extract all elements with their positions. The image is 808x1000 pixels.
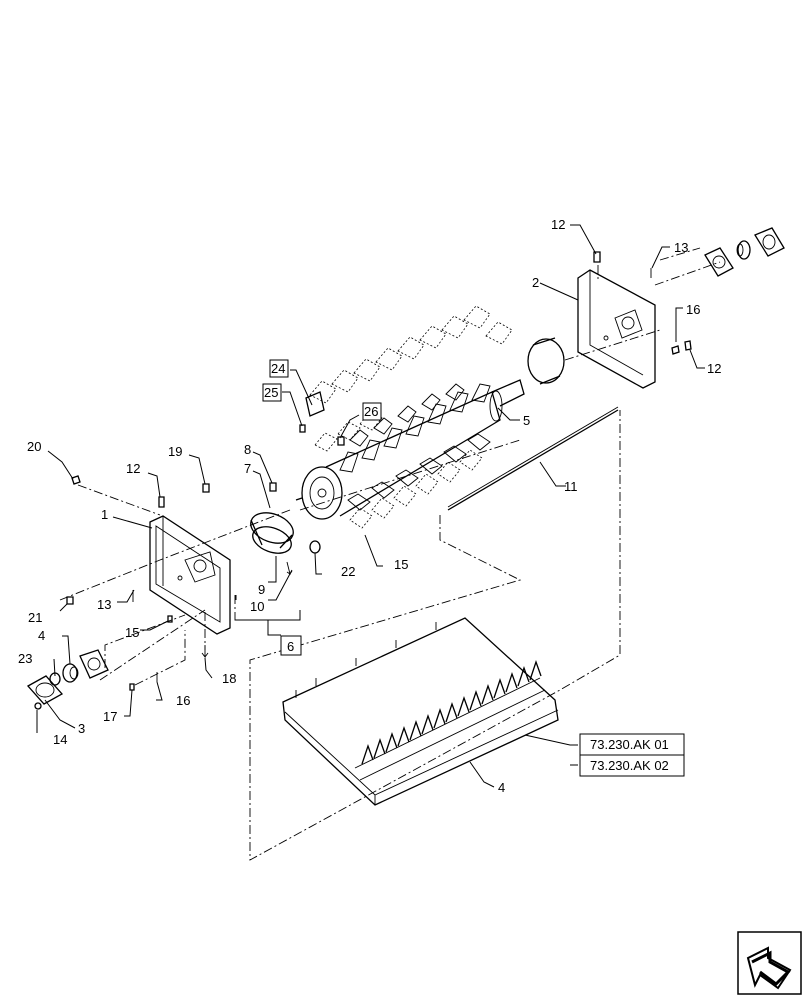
- reference-boxes: 73.230.AK 01 73.230.AK 02: [579, 733, 685, 777]
- callout-12: 12: [126, 461, 140, 476]
- callout-1: 1: [101, 507, 108, 522]
- left-hardware: [66, 475, 210, 691]
- callout-22: 22: [341, 564, 355, 579]
- callout-25-box: [262, 383, 282, 402]
- callout-6: 6: [287, 639, 294, 654]
- callout-24: 24: [271, 361, 285, 376]
- callout-6-box: [280, 635, 302, 656]
- spacer-ring: [250, 482, 321, 576]
- callout-12c: 12: [707, 361, 721, 376]
- callout-5: 5: [523, 413, 530, 428]
- right-side-plate: [577, 251, 692, 389]
- callout-17: 17: [103, 709, 117, 724]
- leader-lines: [36, 224, 705, 788]
- callout-18: 18: [222, 671, 236, 686]
- callout-12b: 12: [551, 217, 565, 232]
- callout-26-box: [362, 402, 382, 421]
- callout-25: 25: [264, 385, 278, 400]
- callout-2: 2: [532, 275, 539, 290]
- rotor-assembly: [295, 305, 525, 529]
- reference-73-230-ak-02[interactable]: 73.230.AK 02: [590, 758, 669, 773]
- left-side-plate: [149, 515, 231, 635]
- callout-7: 7: [244, 461, 251, 476]
- callout-15: 15: [125, 625, 139, 640]
- callout-labels: 20 12 19 1 8 7 9 10 6 21 13 15 4 23 3 14…: [18, 217, 721, 795]
- callout-23: 23: [18, 651, 32, 666]
- callout-14: 14: [53, 732, 67, 747]
- concave-pan: [282, 617, 559, 806]
- right-spacer-ring: [527, 337, 565, 385]
- reference-73-230-ak-01[interactable]: 73.230.AK 01: [590, 737, 669, 752]
- callout-15b: 15: [394, 557, 408, 572]
- return-arrow-icon[interactable]: [737, 931, 802, 995]
- right-bearing-assembly: [704, 227, 785, 277]
- callout-8: 8: [244, 442, 251, 457]
- callout-3: 3: [78, 721, 85, 736]
- reference-box-2[interactable]: [579, 754, 685, 777]
- callout-26: 26: [364, 404, 378, 419]
- callout-24-box: [269, 359, 289, 378]
- callout-21: 21: [28, 610, 42, 625]
- callout-13: 13: [97, 597, 111, 612]
- callout-11: 11: [564, 479, 578, 494]
- callout-4: 4: [38, 628, 45, 643]
- callout-19: 19: [168, 444, 182, 459]
- rod: [447, 406, 619, 511]
- callout-13b: 13: [674, 240, 688, 255]
- callout-9: 9: [258, 582, 265, 597]
- left-bearing-assembly: [26, 649, 109, 710]
- callout-4b: 4: [498, 780, 505, 795]
- callout-10: 10: [250, 599, 264, 614]
- callout-20: 20: [27, 439, 41, 454]
- callout-16b: 16: [686, 302, 700, 317]
- callout-16: 16: [176, 693, 190, 708]
